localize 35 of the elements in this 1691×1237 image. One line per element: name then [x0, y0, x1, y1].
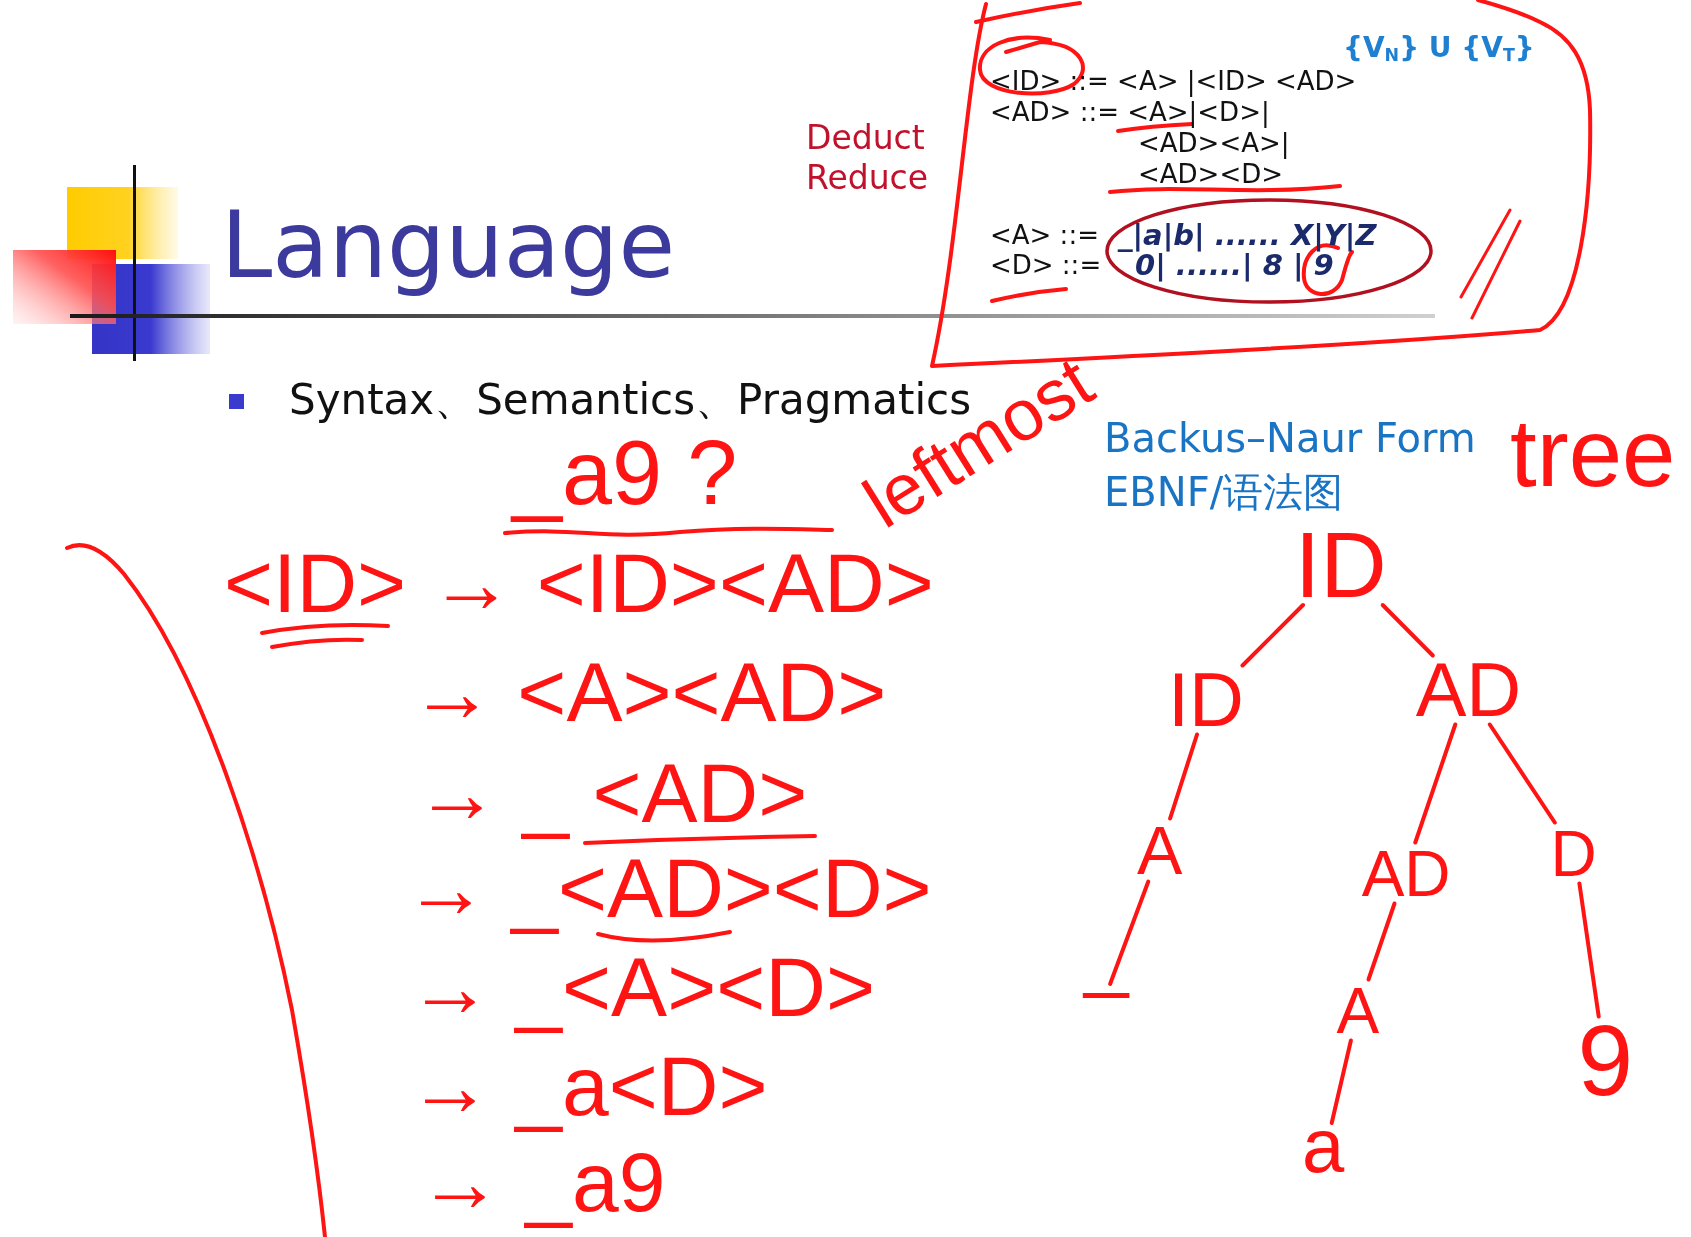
derivation-step: → <A><AD> [410, 650, 887, 734]
derivation-step: <ID> → <ID><AD> [224, 541, 934, 625]
tree-label: A [1129, 818, 1191, 882]
grammar-rule: <D> ::= [990, 250, 1102, 280]
tree-branch [1380, 603, 1435, 658]
tree-branch [1329, 1038, 1353, 1125]
tree-branch [1366, 901, 1397, 982]
tree-label: ID [1294, 525, 1392, 605]
tree-label: 9 [1573, 1016, 1637, 1104]
tree-branch [1108, 879, 1151, 986]
grammar-rule: <AD><A>| [1138, 128, 1290, 158]
grammar-rule: <ID> ::= <A> |<ID> <AD> [990, 66, 1357, 96]
subheading: Backus–Naur Form [1104, 414, 1476, 463]
set-notation: {V$_{N}$} U {V$_{T}$} [1343, 32, 1535, 64]
tree-label: ID [1166, 665, 1250, 735]
tree-label: A [1328, 979, 1388, 1041]
handwritten-note: tree [1510, 405, 1676, 501]
tree-branch [1240, 603, 1305, 668]
tree-branch [1577, 881, 1601, 1019]
tree-label: _ [1074, 984, 1138, 1006]
tree-branch [1413, 722, 1458, 845]
grammar-rule: <AD><D> [1138, 159, 1283, 189]
terminal-symbols: _|a|b| ...... X|Y|Z [1118, 220, 1377, 250]
tree-label: a [1297, 1123, 1353, 1181]
tree-branch [1168, 732, 1199, 821]
side-note: Deduct [806, 118, 925, 158]
side-note: Reduce [806, 158, 929, 198]
grammar-rule: <A> ::= [990, 220, 1099, 250]
grammar-rule: <AD> ::= <A>|<D>| [990, 97, 1270, 127]
subheading: EBNF/语法图 [1104, 468, 1344, 517]
tree-branch [1487, 722, 1557, 825]
tree-label: D [1547, 822, 1603, 884]
tree-label: AD [1353, 842, 1457, 904]
hand-drawn-ellipse [1104, 197, 1434, 305]
tree-label: AD [1407, 655, 1527, 725]
